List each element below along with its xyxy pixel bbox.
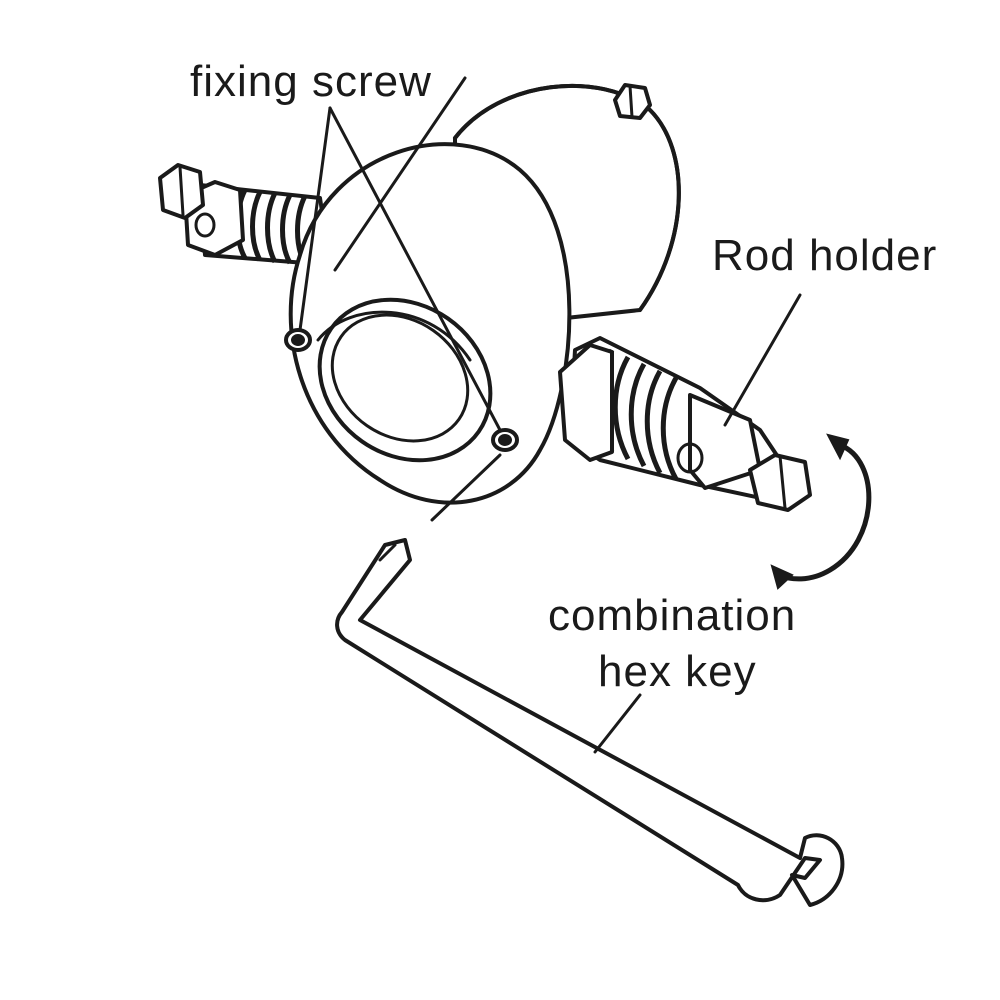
rod-holder-leader: [723, 293, 802, 427]
front-flange: [288, 142, 572, 505]
fixing-screw-leaders: [298, 76, 502, 522]
fixing-screw-label: fixing screw: [190, 57, 432, 106]
rod-holder: [558, 336, 812, 512]
left-rod: [158, 163, 332, 267]
rod-holder-label: Rod holder: [712, 231, 938, 280]
combination-hex-key: [335, 538, 845, 907]
rotation-arrow: [770, 433, 872, 590]
fixing-screw-right: [491, 428, 519, 452]
hex-key-label-line2: hex key: [598, 647, 757, 696]
hex-key-leader: [593, 693, 642, 754]
fixing-screw-left: [284, 328, 312, 352]
hex-key-label-line1: combination: [548, 591, 797, 640]
